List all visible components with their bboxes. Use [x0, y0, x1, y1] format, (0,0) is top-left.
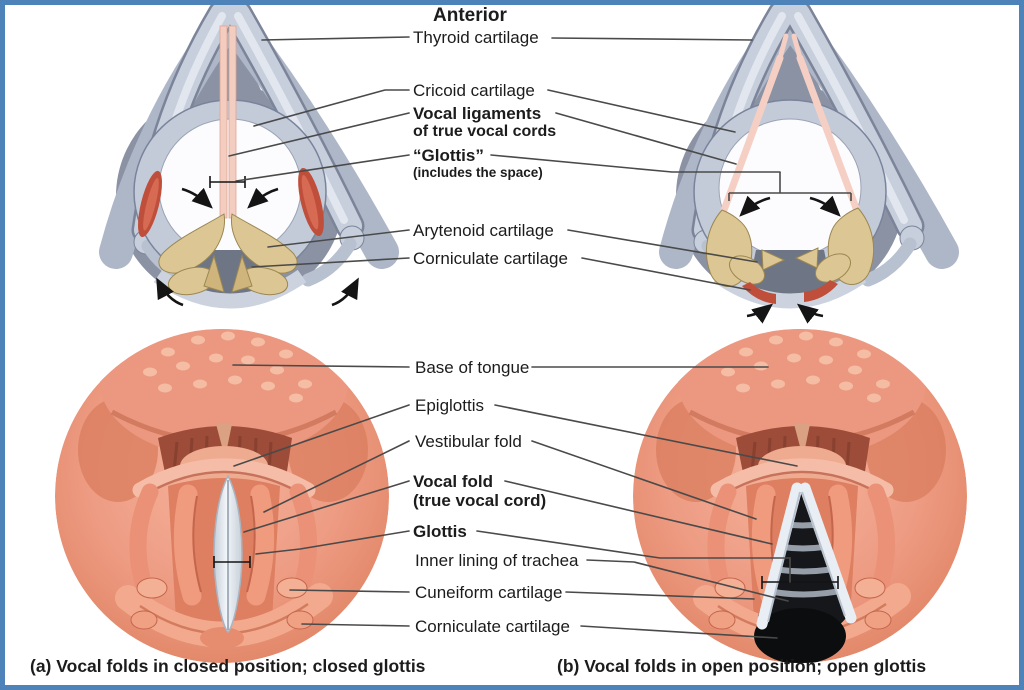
leader-lines — [228, 36, 798, 639]
posterior-muscles-open — [742, 280, 838, 304]
label-inner-lining-of-trachea: Inner lining of trachea — [415, 551, 579, 570]
caption-panel-b: (b) Vocal folds in open position; open g… — [557, 656, 927, 676]
label-cuneiform-cartilage: Cuneiform cartilage — [415, 583, 563, 602]
glottis-bracket-open-top — [728, 172, 852, 201]
arytenoid-cartilages-open — [705, 207, 875, 287]
label-cricoid-cartilage: Cricoid cartilage — [413, 81, 535, 100]
label-thyroid-cartilage: Thyroid cartilage — [413, 28, 539, 47]
label-anterior: Anterior — [433, 5, 507, 26]
diagram-larynx-superior-closed — [116, 14, 382, 306]
label-glottis-top-line2: (includes the space) — [413, 165, 543, 181]
label-corniculate-cartilage-bottom: Corniculate cartilage — [415, 617, 570, 636]
glottis-marker-closed-top — [209, 176, 246, 188]
glottis-marker-closed-bottom — [213, 556, 251, 568]
diagram-endoscopic-open — [633, 306, 967, 664]
label-base-of-tongue: Base of tongue — [415, 358, 530, 377]
label-vocal-ligaments-line2: of true vocal cords — [413, 123, 557, 141]
vocal-ligaments-open — [720, 33, 860, 214]
vocal-folds-open — [756, 482, 857, 630]
label-glottis-bottom: Glottis — [413, 522, 467, 541]
label-glottis-top-line1: “Glottis” — [413, 146, 484, 165]
movement-arrows-open — [739, 195, 841, 324]
label-vocal-ligaments: Vocal ligaments of true vocal cords — [413, 104, 556, 141]
label-vocal-ligaments-line1: Vocal ligaments — [413, 104, 542, 123]
label-vestibular-fold: Vestibular fold — [415, 432, 522, 451]
caption-panel-a: (a) Vocal folds in closed position; clos… — [30, 656, 426, 676]
lateral-muscles — [138, 167, 324, 238]
diagram-larynx-superior-open — [676, 14, 942, 324]
label-vocal-fold-line2: (true vocal cord) — [413, 491, 547, 511]
label-glottis-top: “Glottis” (includes the space) — [413, 146, 543, 180]
label-corniculate-cartilage-top: Corniculate cartilage — [413, 249, 568, 268]
label-epiglottis: Epiglottis — [415, 396, 484, 415]
diagram-endoscopic-closed — [55, 306, 389, 663]
label-vocal-fold-line1: Vocal fold — [413, 472, 493, 491]
glottis-bracket-open-bottom — [761, 576, 839, 589]
label-vocal-fold: Vocal fold (true vocal cord) — [413, 472, 546, 510]
label-arytenoid-cartilage: Arytenoid cartilage — [413, 221, 554, 240]
movement-arrows-closed — [156, 187, 359, 307]
